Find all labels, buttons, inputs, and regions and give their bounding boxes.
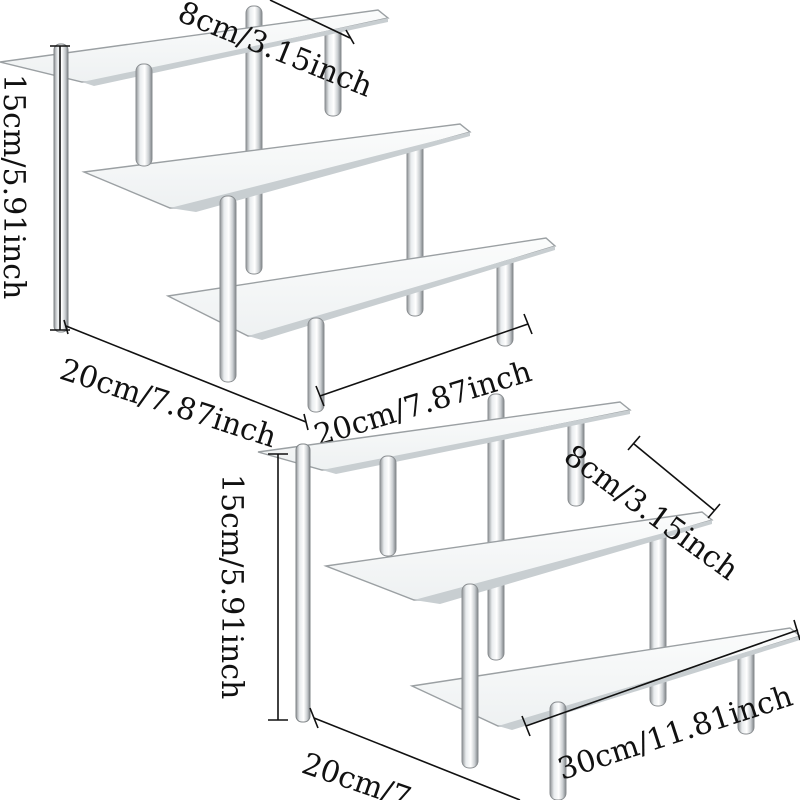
bottom-set-side-label: 20cm/7: [297, 746, 415, 800]
bottom-set-shelf-2: [323, 511, 714, 604]
top-set-dimension-lines: [50, 0, 533, 431]
bottom-set-dimension-lines: [268, 435, 800, 800]
bottom-set-height-label: 15cm/5.91inch: [214, 474, 249, 699]
top-set-side-label: 20cm/7.87inch: [56, 352, 281, 455]
top-set-height-label: 15cm/5.91inch: [0, 74, 31, 299]
bottom-set-shelf-1: [257, 401, 632, 474]
top-set-back-posts: [245, 5, 514, 347]
bottom-riser-set: 8cm/3.15inch 15cm/5.91inch 20cm/7 30cm/1…: [214, 393, 800, 800]
bottom-set-front-posts: [295, 443, 567, 800]
top-set-shelf-2: [81, 123, 472, 212]
top-set-front-posts: [53, 43, 325, 413]
top-riser-set: 8cm/3.15inch 15cm/5.91inch 20cm/7.87inch…: [0, 0, 557, 455]
